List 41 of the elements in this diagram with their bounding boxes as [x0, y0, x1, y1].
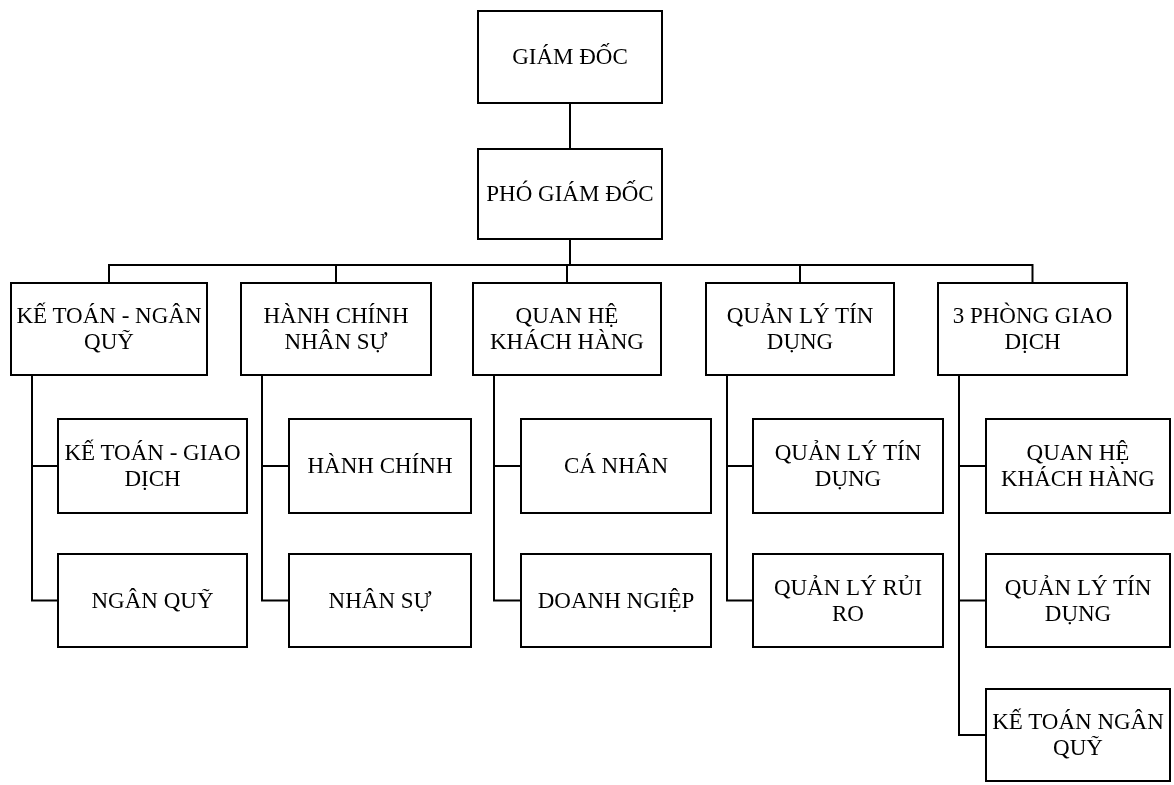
- connector-line: [493, 375, 521, 602]
- box-label: QUẢN LÝ TÍN DỤNG: [725, 303, 875, 355]
- org-box: [57, 553, 248, 648]
- box-label: CÁ NHÂN: [563, 453, 669, 479]
- box-label: PHÓ GIÁM ĐỐC: [486, 181, 654, 207]
- org-box: [985, 688, 1171, 782]
- box-label: 3 PHÒNG GIAO DỊCH: [951, 303, 1114, 355]
- connector-line: [31, 375, 58, 602]
- connector-line: [726, 375, 753, 602]
- box-label: NHÂN SỰ: [328, 587, 432, 614]
- box-label: GIÁM ĐỐC: [512, 44, 628, 70]
- box-label: KẾ TOÁN - NGÂN QUỸ: [16, 303, 202, 355]
- org-box: [752, 418, 944, 514]
- org-box: [520, 553, 712, 648]
- box-label: NGÂN QUỸ: [91, 587, 214, 614]
- org-box: [288, 418, 472, 514]
- org-box: [520, 418, 712, 514]
- box-label: KẾ TOÁN - GIAO DỊCH: [63, 440, 242, 492]
- org-box: [477, 148, 663, 240]
- box-label: QUẢN LÝ RỦI RO: [772, 574, 924, 627]
- org-box: [985, 418, 1171, 514]
- box-label: QUẢN LÝ TÍN DỤNG: [773, 440, 923, 492]
- org-box: [472, 282, 662, 376]
- org-box: [10, 282, 208, 376]
- org-box: [57, 418, 248, 514]
- org-box: [752, 553, 944, 648]
- org-box: [705, 282, 895, 376]
- org-box: [477, 10, 663, 104]
- connector-line: [261, 375, 289, 602]
- org-box: [937, 282, 1128, 376]
- org-box: [985, 553, 1171, 648]
- connector-line: [569, 103, 571, 149]
- box-label: HÀNH CHÍNH NHÂN SỰ: [262, 303, 410, 355]
- box-label: DOANH NGIỆP: [537, 587, 695, 614]
- box-label: QUAN HỆ KHÁCH HÀNG: [1000, 440, 1156, 492]
- box-label: QUAN HỆ KHÁCH HÀNG: [489, 303, 645, 355]
- org-box: [240, 282, 432, 376]
- box-label: QUẢN LÝ TÍN DỤNG: [1003, 574, 1153, 627]
- org-box: [288, 553, 472, 648]
- box-label: HÀNH CHÍNH: [307, 453, 453, 479]
- box-label: KẾ TOÁN NGÂN QUỸ: [991, 709, 1165, 761]
